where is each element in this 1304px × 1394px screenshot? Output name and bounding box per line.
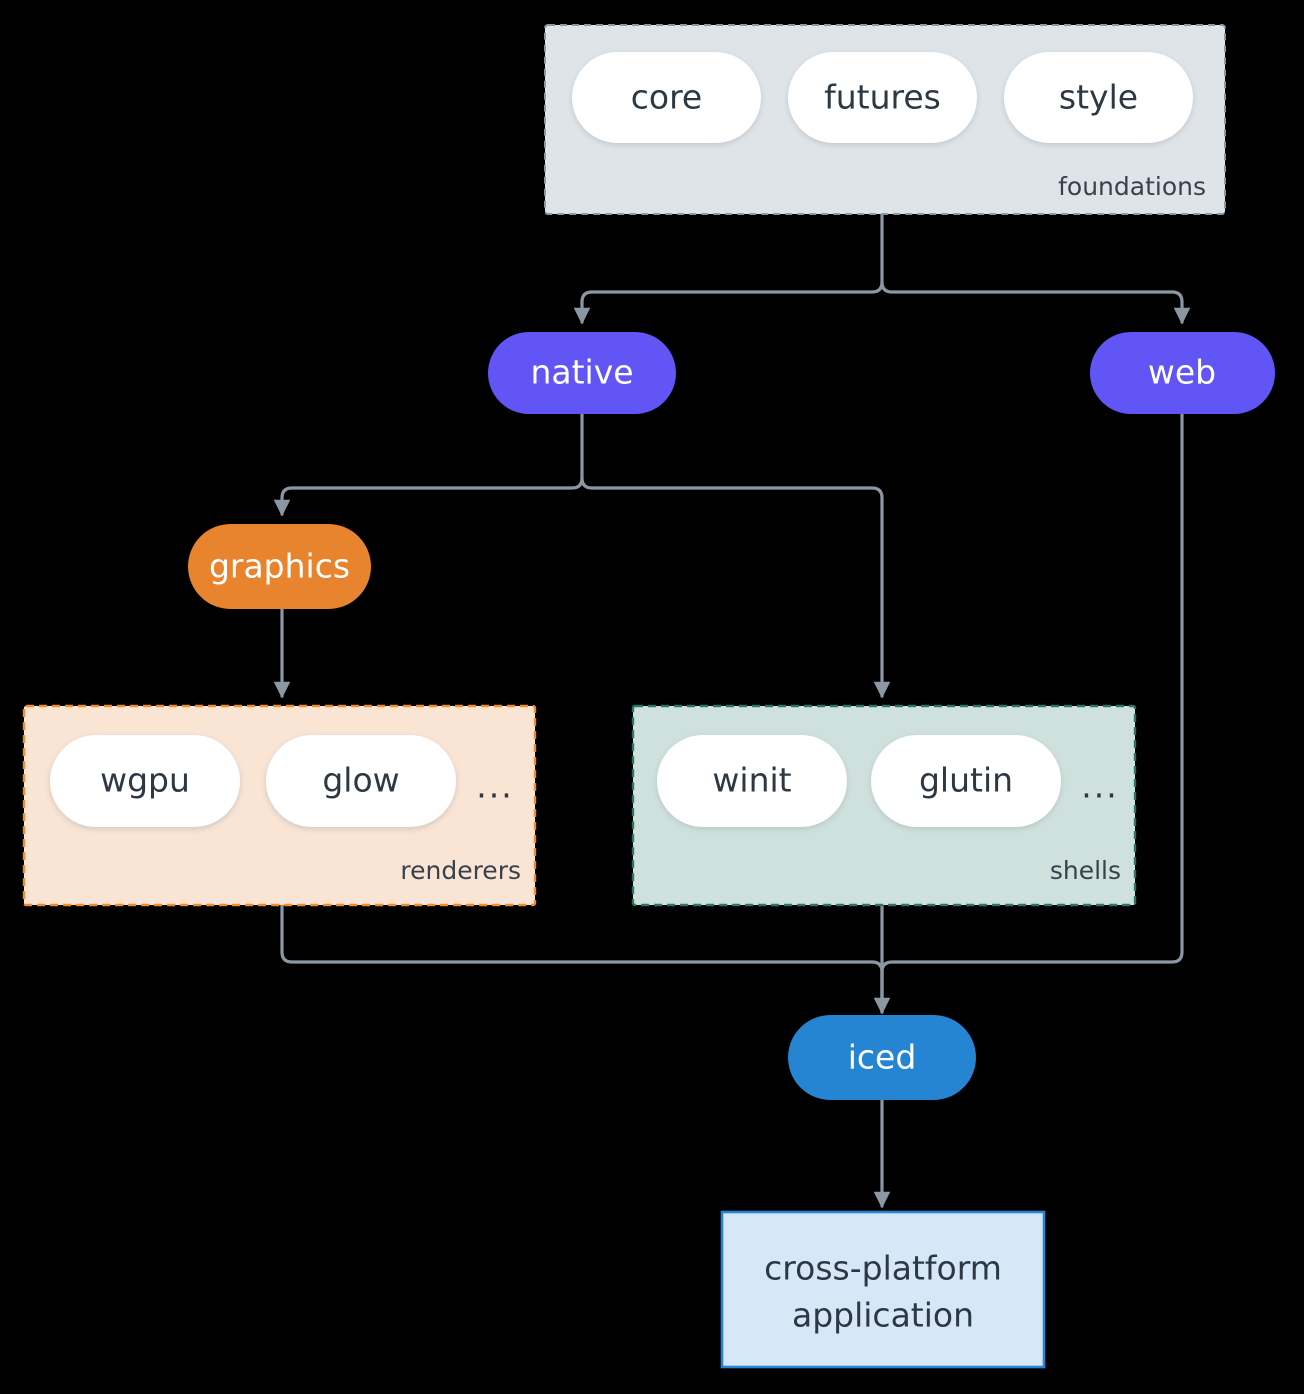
pill-winit-label: winit xyxy=(712,761,791,800)
application-box-bg xyxy=(720,1210,1046,1369)
pill-core-label: core xyxy=(631,78,702,117)
pill-wgpu[interactable]: wgpu xyxy=(50,735,240,827)
node-native[interactable]: native xyxy=(488,332,676,414)
group-renderers[interactable]: wgpu glow ... renderers xyxy=(22,704,537,907)
edge-foundations-to-web xyxy=(880,280,1191,325)
renderers-group-label: renderers xyxy=(400,856,521,885)
group-foundations[interactable]: core futures style foundations xyxy=(544,24,1226,215)
pill-core-bg xyxy=(572,52,761,143)
pill-style[interactable]: style xyxy=(1004,52,1193,143)
pill-wgpu-label: wgpu xyxy=(100,761,190,800)
pill-style-label: style xyxy=(1059,78,1138,117)
pill-style-bg xyxy=(1004,52,1193,143)
node-graphics-label: graphics xyxy=(209,547,350,586)
node-graphics-bg xyxy=(188,524,371,609)
pill-core[interactable]: core xyxy=(572,52,761,143)
node-iced[interactable]: iced xyxy=(788,1015,976,1100)
shells-overflow-ellipsis: ... xyxy=(1081,767,1118,806)
node-web-bg xyxy=(1090,332,1275,414)
shells-group-label: shells xyxy=(1050,856,1121,885)
application-label-line1: cross-platform xyxy=(764,1249,1002,1288)
group-shells[interactable]: winit glutin ... shells xyxy=(631,704,1137,907)
node-iced-label: iced xyxy=(848,1038,917,1077)
node-graphics[interactable]: graphics xyxy=(188,524,371,609)
pill-glutin-bg xyxy=(871,735,1061,827)
pill-glow[interactable]: glow xyxy=(266,735,456,827)
node-iced-bg xyxy=(788,1015,976,1100)
pill-futures-bg xyxy=(788,52,977,143)
node-native-bg xyxy=(488,332,676,414)
edge-renderers-to-iced xyxy=(280,903,891,1015)
pill-wgpu-bg xyxy=(50,735,240,827)
output-application-box[interactable]: cross-platform application xyxy=(720,1210,1046,1369)
pill-futures[interactable]: futures xyxy=(788,52,977,143)
edge-foundations-split xyxy=(573,212,884,325)
node-web-label: web xyxy=(1148,353,1216,392)
pill-winit-bg xyxy=(657,735,847,827)
pill-glutin-label: glutin xyxy=(919,761,1013,800)
pill-futures-label: futures xyxy=(824,78,941,117)
pill-glow-bg xyxy=(266,735,456,827)
edge-layer xyxy=(273,212,1191,1209)
edge-web-to-iced xyxy=(880,412,1184,1014)
pill-glow-label: glow xyxy=(322,761,399,800)
pill-winit[interactable]: winit xyxy=(657,735,847,827)
node-web[interactable]: web xyxy=(1090,332,1275,414)
edge-native-to-graphics xyxy=(273,412,584,517)
node-native-label: native xyxy=(530,353,633,392)
edge-native-to-shells xyxy=(580,476,891,699)
foundations-group-label: foundations xyxy=(1058,172,1206,201)
application-label-line2: application xyxy=(792,1296,974,1335)
pill-glutin[interactable]: glutin xyxy=(871,735,1061,827)
renderers-overflow-ellipsis: ... xyxy=(476,767,513,806)
